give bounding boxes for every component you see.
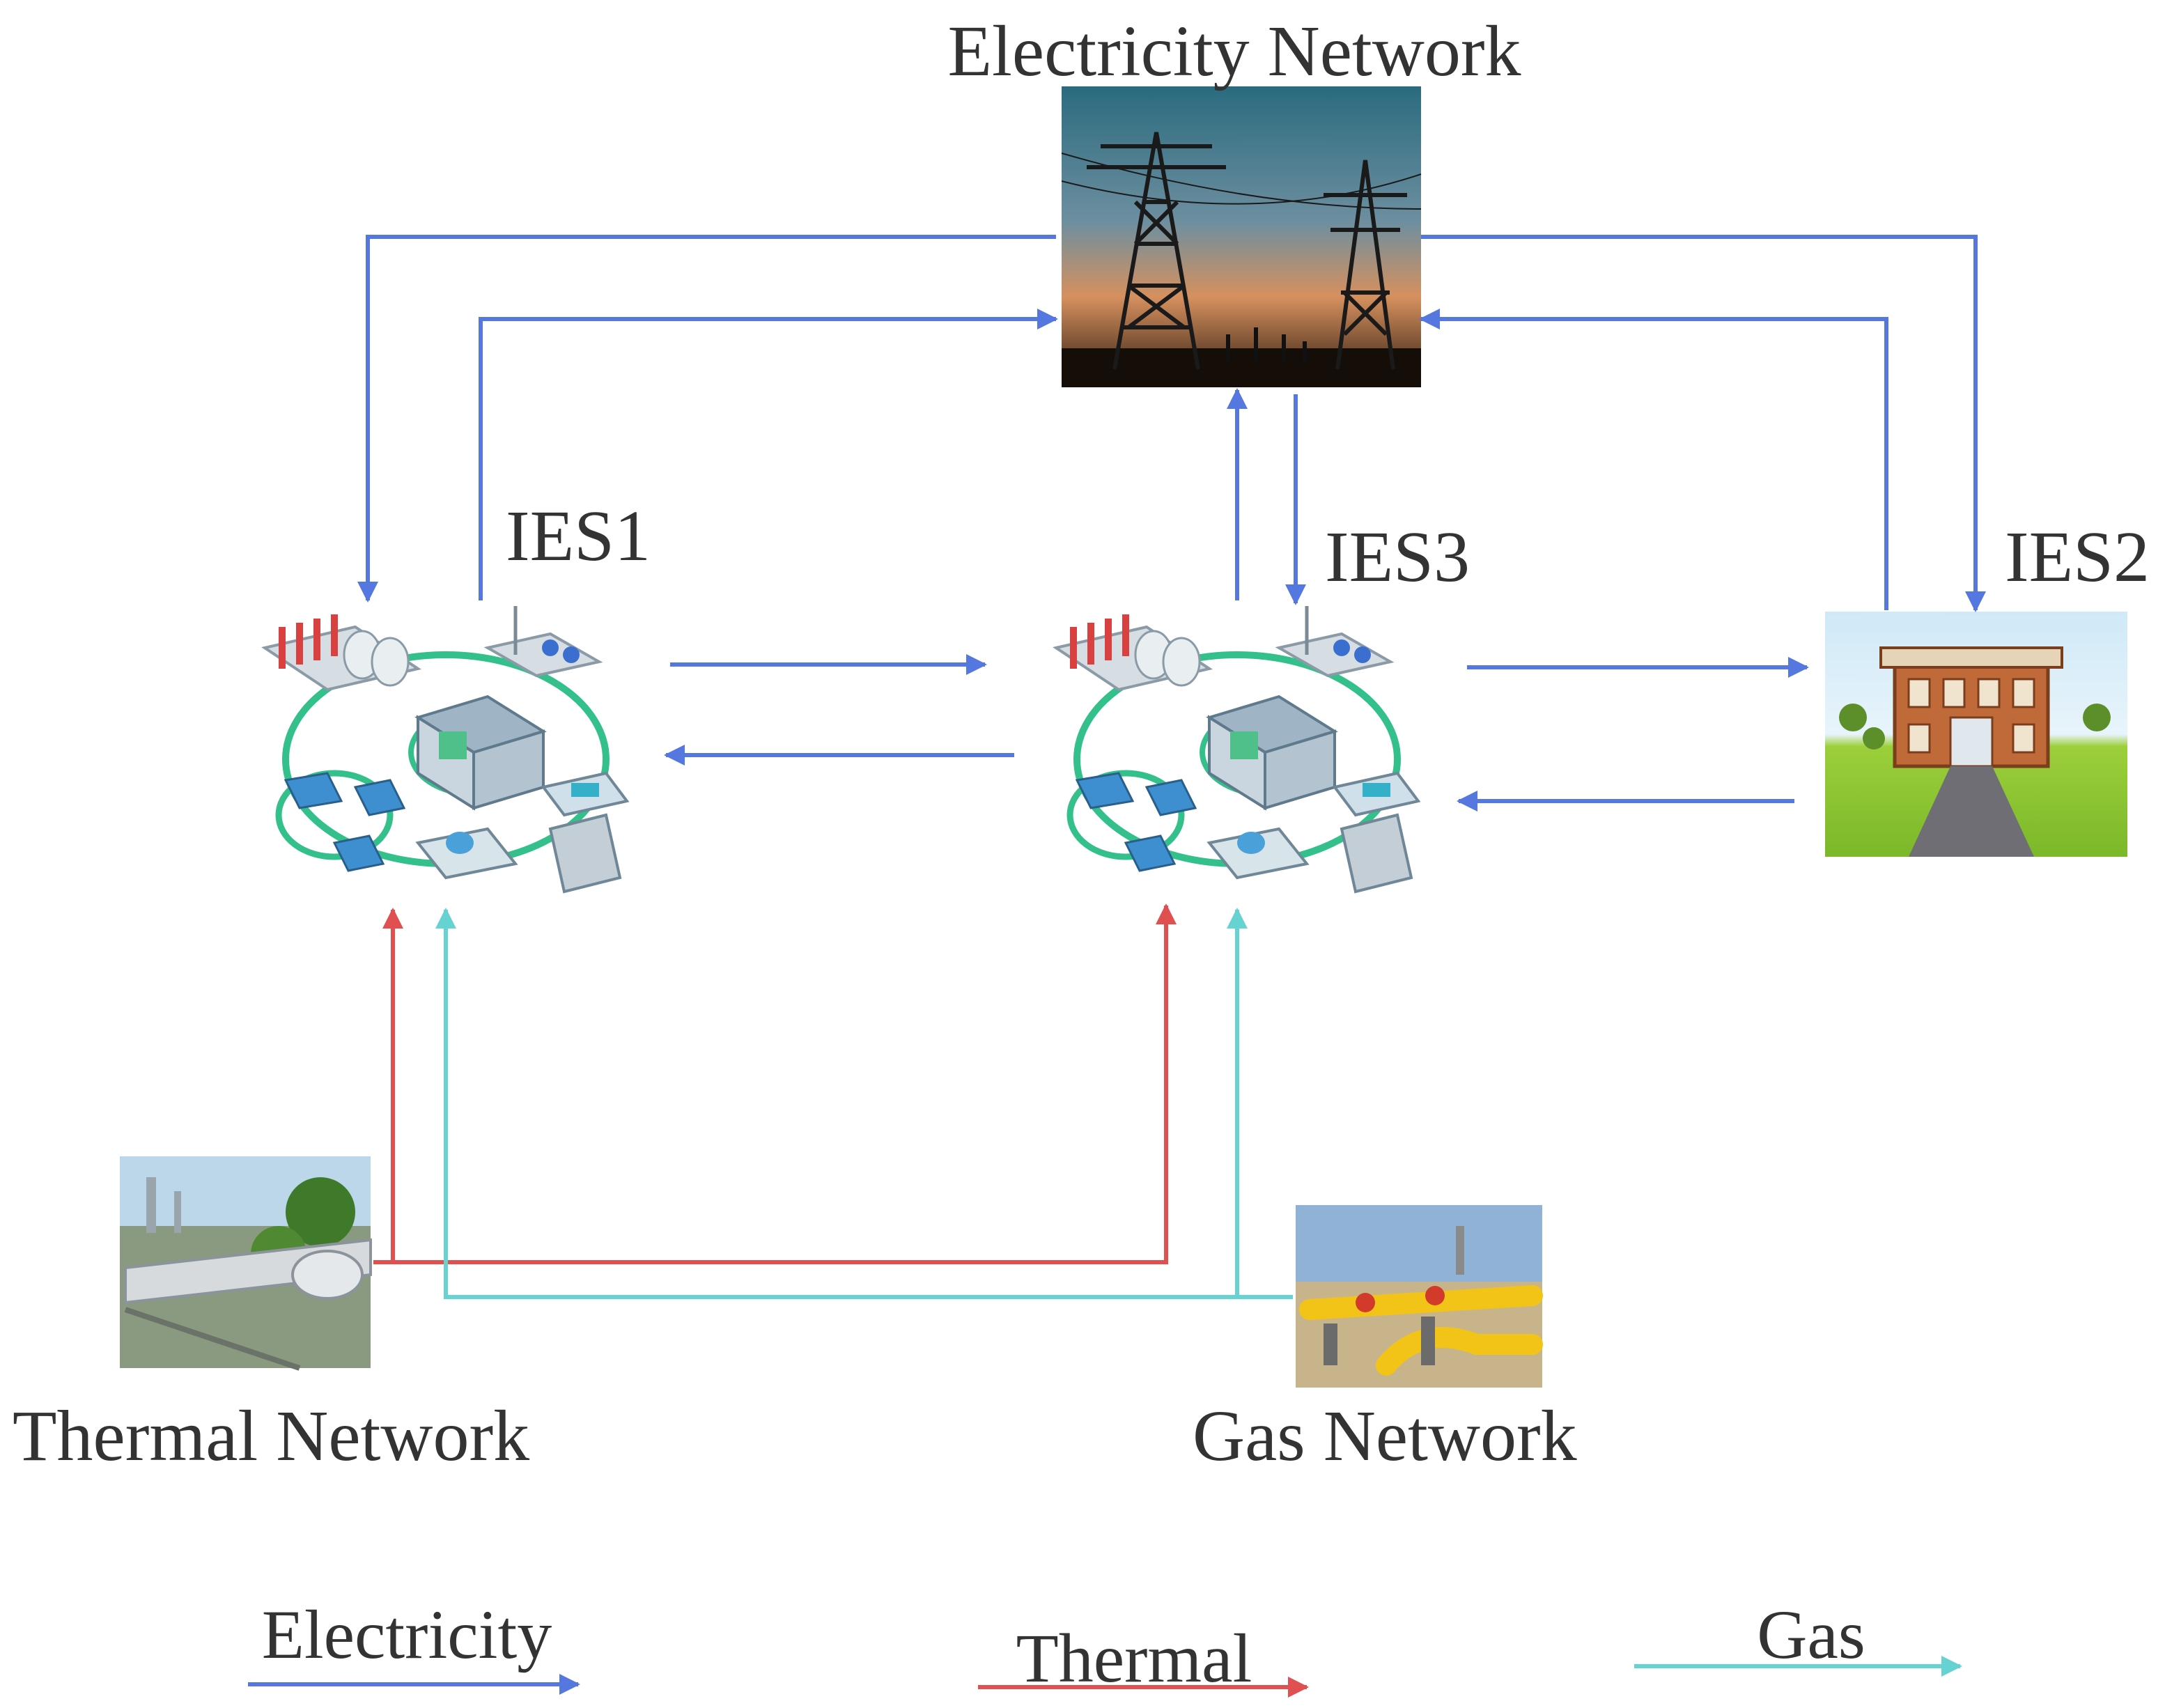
gas-arrow-to-ies1: [435, 908, 1293, 1299]
legend-item-electricity: Electricity: [248, 1596, 580, 1695]
thermal-arrow-to-ies1: [373, 908, 403, 1264]
ies1-label: IES1: [506, 496, 651, 576]
thermal-network-node: Thermal Network: [13, 1156, 529, 1476]
thermal-flows: [373, 903, 1177, 1264]
thermal-arrow-to-ies3: [393, 903, 1177, 1264]
legend-item-thermal: Thermal: [978, 1620, 1309, 1698]
electricity-arrow-grid-to-ies2: [1421, 235, 1986, 612]
legend-thermal-label: Thermal: [1016, 1620, 1252, 1697]
electricity-arrow-grid-to-ies1: [357, 235, 1056, 603]
electricity-network-label: Electricity Network: [947, 11, 1521, 91]
gas-pipeline-icon: [1296, 1205, 1543, 1388]
electricity-arrow-ies2-to-grid: [1419, 309, 1888, 610]
building-icon: [1825, 612, 2127, 857]
gas-network-node: Gas Network: [1193, 1205, 1577, 1476]
legend-item-gas: Gas: [1634, 1596, 1962, 1677]
thermal-network-label: Thermal Network: [13, 1396, 529, 1476]
legend: Electricity Thermal Gas: [248, 1596, 1962, 1698]
ies2-label: IES2: [2005, 517, 2150, 597]
transmission-tower-icon: [1061, 86, 1422, 387]
ies3-node: IES3: [1056, 517, 1470, 892]
ies3-label: IES3: [1325, 517, 1470, 597]
legend-electricity-label: Electricity: [262, 1596, 552, 1673]
gas-flows: [435, 908, 1293, 1299]
ies1-node: IES1: [265, 496, 651, 892]
heat-pipeline-icon: [120, 1156, 372, 1371]
ies1-hub-icon: [265, 606, 627, 892]
gas-network-label: Gas Network: [1193, 1396, 1577, 1476]
ies3-hub-icon: [1056, 606, 1418, 892]
ies2-node: IES2: [1825, 517, 2150, 857]
electricity-network-node: Electricity Network: [947, 11, 1521, 387]
electricity-flows: [357, 235, 1986, 812]
electricity-arrow-ies1-to-grid: [479, 309, 1058, 600]
legend-gas-label: Gas: [1757, 1596, 1865, 1673]
